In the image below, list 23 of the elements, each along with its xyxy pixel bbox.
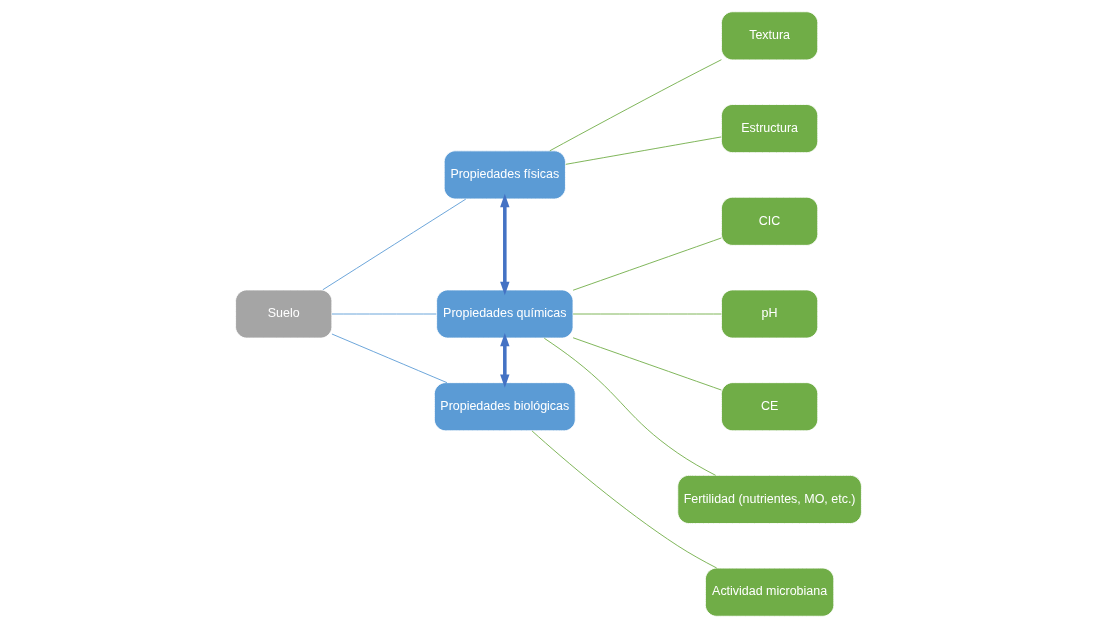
connector [531, 430, 717, 569]
connector [572, 337, 722, 391]
node-box: Textura [720, 11, 818, 61]
node-box: CIC [720, 196, 818, 246]
connector [321, 198, 466, 291]
node-box: Fertilidad (nutrientes, MO, etc.) [676, 474, 862, 524]
node-box: Actividad microbiana [704, 567, 834, 617]
connector [330, 333, 447, 384]
node-box: Propiedades químicas [435, 289, 573, 339]
connector [543, 337, 716, 476]
node-box: Suelo [234, 289, 332, 339]
node-box: Estructura [720, 104, 818, 154]
node-box: CE [720, 382, 818, 432]
node-box: Propiedades biológicas [433, 382, 576, 432]
arrow [499, 332, 509, 388]
node-box: Propiedades físicas [443, 150, 566, 200]
node-box: pH [720, 289, 818, 339]
arrow [499, 193, 509, 296]
connector [572, 237, 722, 291]
connector [572, 313, 722, 315]
connector [330, 313, 437, 315]
connector [564, 136, 722, 165]
connector [548, 59, 722, 152]
